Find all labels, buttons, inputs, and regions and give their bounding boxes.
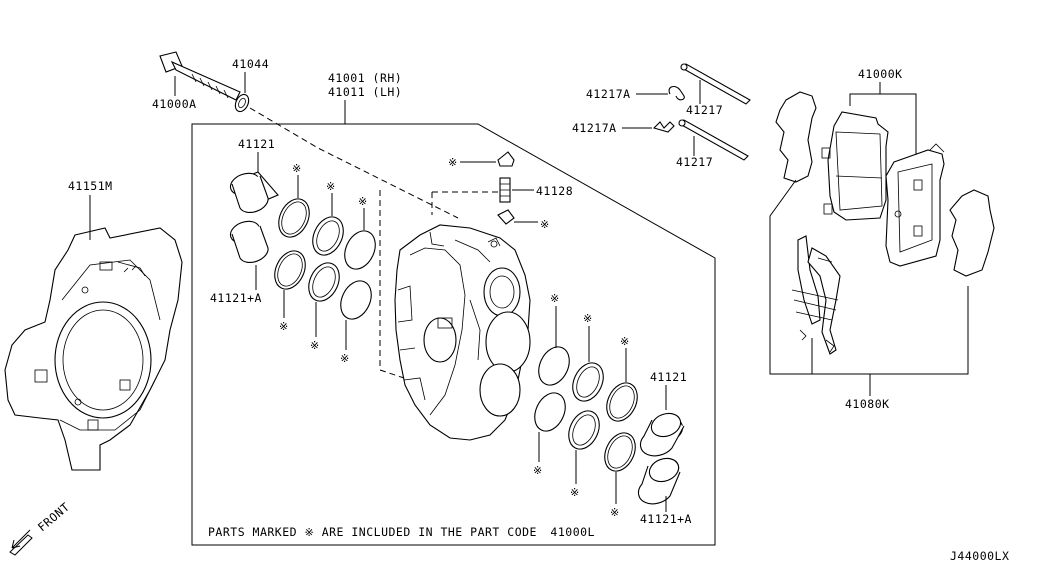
callout-41121-top: 41121 [238, 137, 275, 151]
diagram-id: J44000LX [950, 549, 1009, 563]
pad-pin-clip-upper [668, 85, 685, 101]
caliper-body [394, 224, 531, 441]
bolt-leader-dashed [249, 107, 459, 219]
backing-plate [4, 227, 183, 471]
star-mark: ※ [326, 180, 335, 193]
front-label: FRONT [35, 500, 72, 535]
callout-41121-right: 41121 [650, 370, 687, 384]
seals-left [274, 198, 376, 320]
star-mark: ※ [358, 195, 367, 208]
star-mark: ※ [310, 339, 319, 352]
callout-41128: 41128 [536, 184, 573, 198]
callout-41121A-right: 41121+A [640, 512, 692, 526]
callout-41121A-left: 41121+A [210, 291, 262, 305]
piston-right-upper [639, 412, 685, 457]
bleeder-screw [499, 177, 511, 203]
caliper-assembly-frame [191, 123, 716, 546]
callout-41000A: 41000A [152, 97, 197, 111]
parts-note: PARTS MARKED ※ ARE INCLUDED IN THE PART … [208, 525, 595, 539]
piston-left-lower [229, 220, 269, 263]
star-mark: ※ [448, 156, 457, 169]
pad-shim-left [775, 91, 817, 183]
washer [234, 93, 250, 113]
caliper-dashed-outline [379, 190, 505, 381]
star-mark: ※ [620, 335, 629, 348]
star-mark: ※ [279, 320, 288, 333]
star-mark: ※ [583, 312, 592, 325]
star-mark: ※ [550, 292, 559, 305]
seals-right [534, 346, 638, 472]
callout-41217A-2: 41217A [572, 121, 617, 135]
bracket-41080K [769, 179, 969, 375]
callout-41151M: 41151M [68, 179, 113, 193]
piston-left-upper [229, 171, 279, 213]
star-mark: ※ [540, 218, 549, 231]
leader-41000K [849, 82, 917, 160]
callout-41217-2: 41217 [676, 155, 713, 169]
bleeder-cap-small [497, 209, 515, 225]
callout-41001: 41001 (RH) [328, 71, 402, 85]
callout-41080K: 41080K [845, 397, 890, 411]
brake-pad-inner [821, 111, 889, 221]
callout-41000K: 41000K [858, 67, 903, 81]
callout-41044: 41044 [232, 57, 269, 71]
star-mark: ※ [292, 162, 301, 175]
front-arrow-icon [9, 529, 33, 556]
star-mark: ※ [340, 352, 349, 365]
pad-shim-right [949, 189, 995, 277]
caliper-bolt [159, 51, 241, 101]
brake-pad-outer [885, 143, 945, 267]
pad-pin-clip-lower [652, 121, 675, 133]
callout-41011: 41011 (LH) [328, 85, 402, 99]
star-mark: ※ [570, 486, 579, 499]
pad-hardware-clips [791, 235, 841, 355]
piston-right-lower [637, 457, 681, 505]
bleeder-cap [497, 151, 515, 167]
callout-41217-1: 41217 [686, 103, 723, 117]
star-mark: ※ [533, 464, 542, 477]
callout-41217A-1: 41217A [586, 87, 631, 101]
star-mark: ※ [610, 506, 619, 519]
pad-pin-upper [680, 63, 751, 105]
pad-pin-lower [678, 119, 749, 161]
